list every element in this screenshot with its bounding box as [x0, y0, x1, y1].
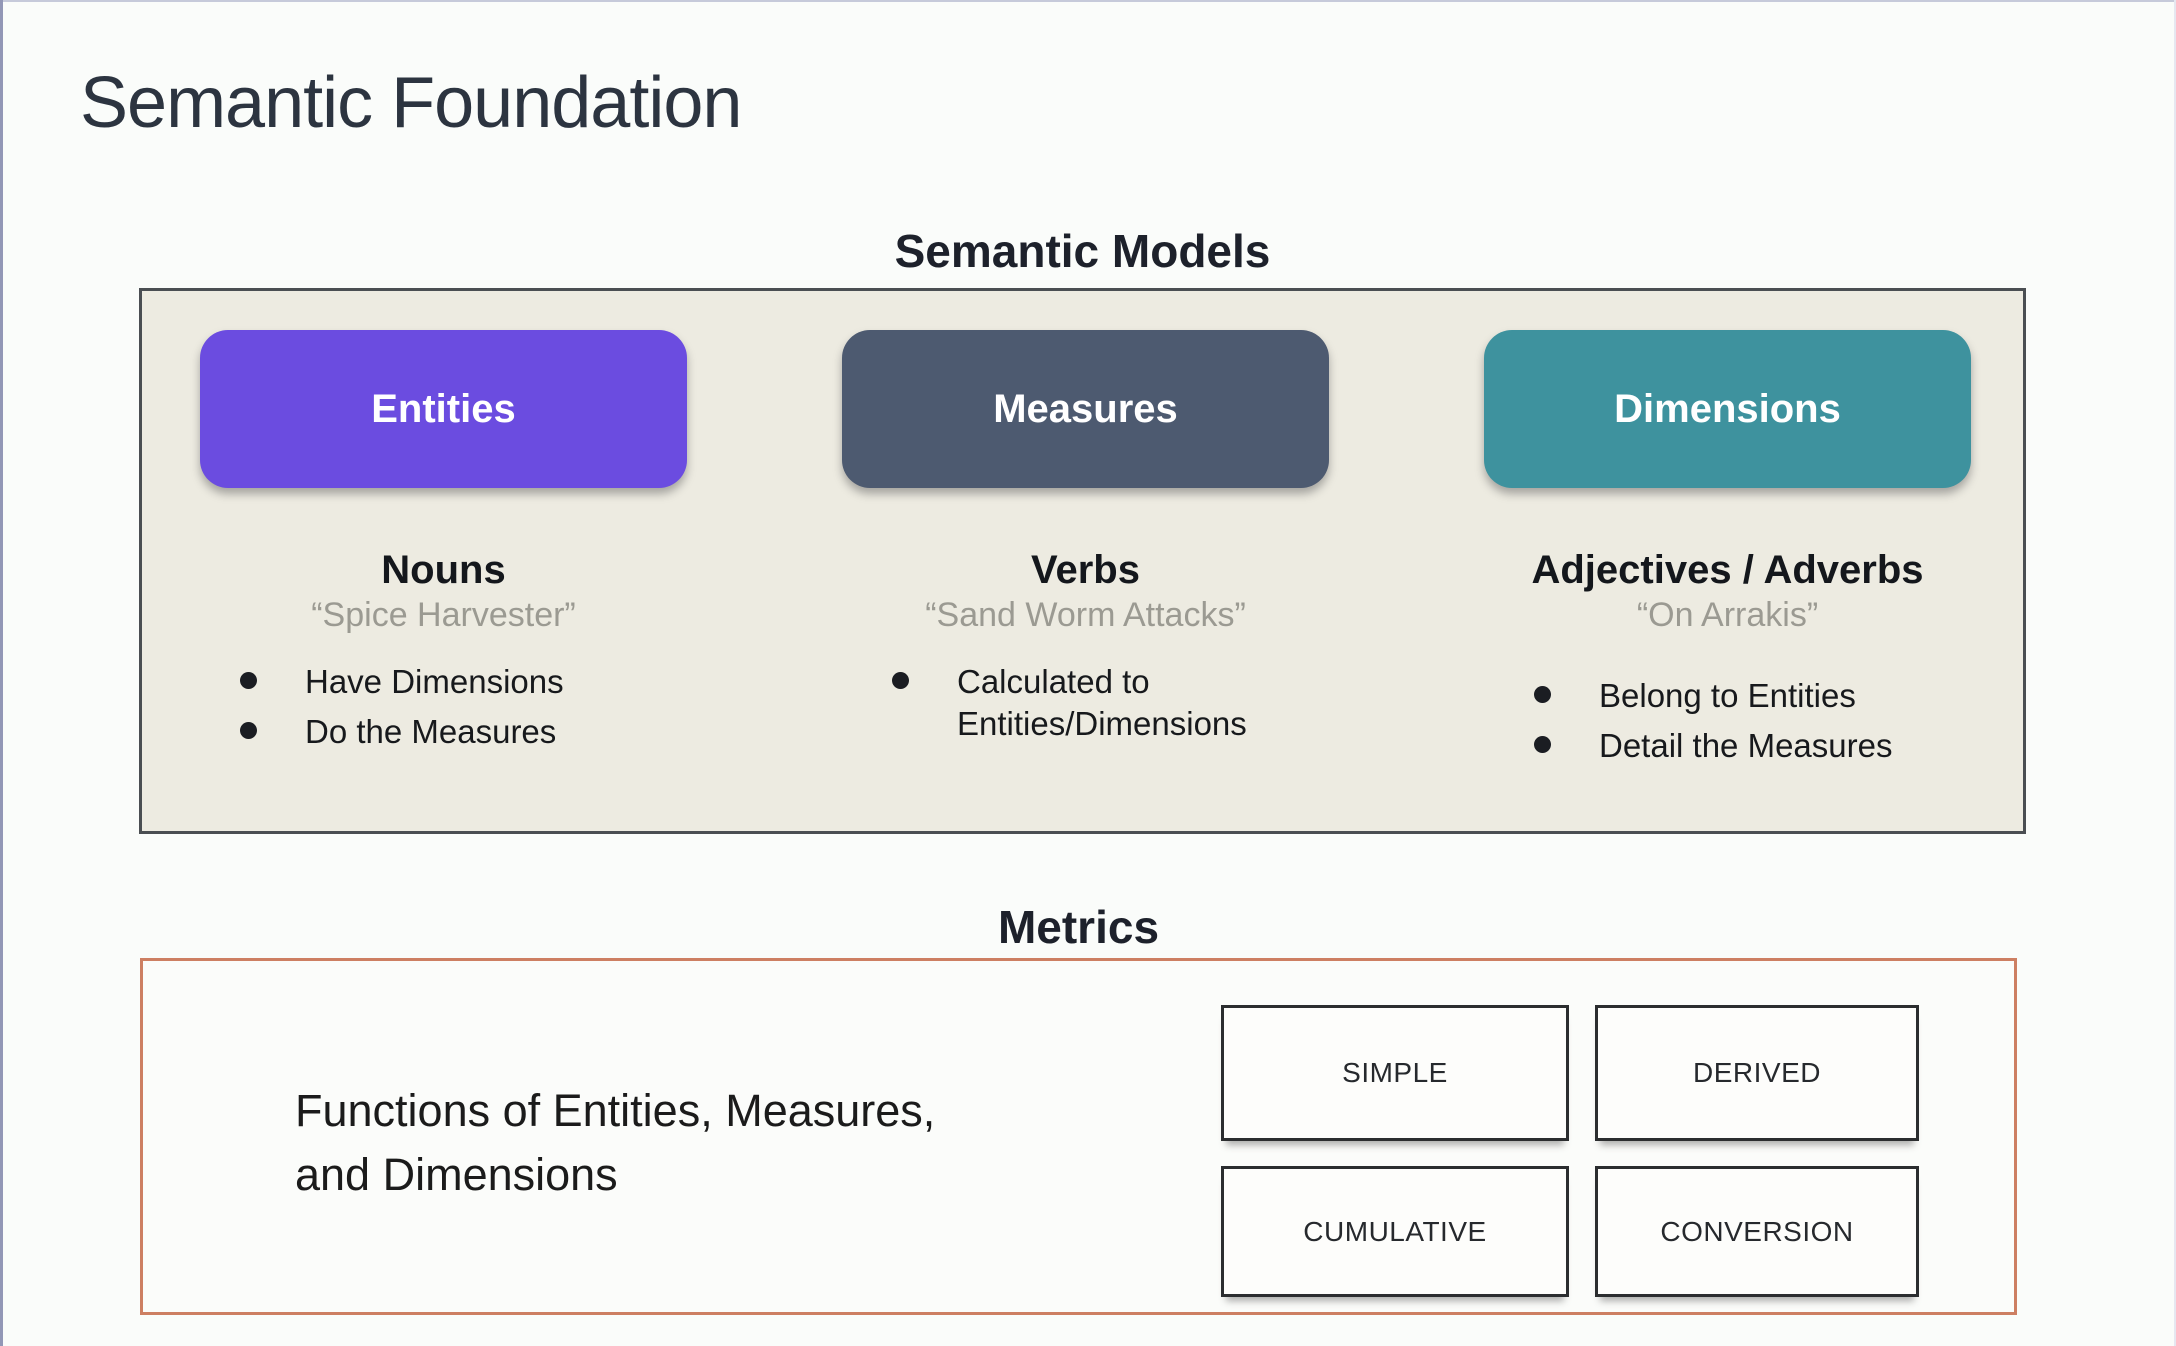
bullet-text: Do the Measures [305, 712, 557, 750]
metrics-type-grid: SIMPLE DERIVED CUMULATIVE CONVERSION [1221, 1005, 1919, 1297]
dimensions-box-label: Dimensions [1614, 386, 1841, 431]
window-border-left [0, 0, 3, 1346]
bullet-item: Have Dimensions [240, 661, 564, 703]
metrics-description: Functions of Entities, Measures, and Dim… [295, 1079, 935, 1207]
model-column-measures: Measures Verbs “Sand Worm Attacks” Calcu… [842, 330, 1329, 831]
semantic-models-panel: Entities Nouns “Spice Harvester” Have Di… [139, 288, 2026, 834]
entities-bullet-list: Have Dimensions Do the Measures [240, 661, 564, 753]
model-column-entities: Entities Nouns “Spice Harvester” Have Di… [200, 330, 687, 831]
measures-bullet-list: Calculated to Entities/Dimensions [892, 661, 1309, 745]
dimensions-box: Dimensions [1484, 330, 1971, 488]
entities-box: Entities [200, 330, 687, 488]
measures-box: Measures [842, 330, 1329, 488]
measures-box-label: Measures [993, 386, 1178, 431]
model-column-dimensions: Dimensions Adjectives / Adverbs “On Arra… [1484, 330, 1971, 831]
bullet-dot [240, 721, 257, 739]
metrics-panel: Functions of Entities, Measures, and Dim… [140, 958, 2017, 1315]
bullet-text: Detail the Measures [1599, 726, 1893, 764]
bullet-dot [240, 672, 257, 689]
measures-example-quote: “Sand Worm Attacks” [925, 596, 1246, 634]
metric-box-derived: DERIVED [1595, 1005, 1919, 1141]
window-border-right [2174, 0, 2176, 1346]
bullet-item: Calculated to Entities/Dimensions [892, 661, 1309, 745]
metric-box-conversion: CONVERSION [1595, 1166, 1919, 1297]
metric-box-label: DERIVED [1693, 1057, 1821, 1088]
entities-box-label: Entities [371, 386, 516, 431]
metrics-heading: Metrics [997, 901, 1160, 953]
dimensions-role-heading: Adjectives / Adverbs [1531, 548, 1924, 592]
bullet-item: Belong to Entities [1534, 675, 1892, 717]
bullet-text: Calculated to Entities/Dimensions [957, 663, 1247, 742]
window-border-top [0, 0, 2176, 2]
dimensions-example-quote: “On Arrakis” [1636, 596, 1819, 634]
slide-title: Semantic Foundation [80, 63, 742, 143]
metric-box-label: CONVERSION [1660, 1215, 1854, 1247]
bullet-text: Belong to Entities [1599, 677, 1856, 714]
metric-box-simple: SIMPLE [1221, 1005, 1569, 1141]
metrics-description-line: and Dimensions [295, 1148, 618, 1200]
metric-box-label: CUMULATIVE [1303, 1215, 1487, 1247]
entities-role-heading: Nouns [381, 548, 506, 592]
metric-box-label: SIMPLE [1342, 1057, 1448, 1088]
bullet-item: Detail the Measures [1534, 725, 1892, 767]
semantic-models-heading: Semantic Models [894, 225, 1271, 277]
bullet-text: Have Dimensions [305, 663, 564, 700]
bullet-dot [1534, 735, 1551, 753]
metric-box-cumulative: CUMULATIVE [1221, 1166, 1569, 1297]
bullet-dot [892, 672, 909, 689]
dimensions-bullet-list: Belong to Entities Detail the Measures [1534, 675, 1892, 767]
bullet-item: Do the Measures [240, 711, 564, 753]
bullet-dot [1534, 686, 1551, 703]
metrics-description-line: Functions of Entities, Measures, [295, 1085, 936, 1136]
measures-role-heading: Verbs [1031, 548, 1140, 592]
entities-example-quote: “Spice Harvester” [311, 596, 576, 634]
